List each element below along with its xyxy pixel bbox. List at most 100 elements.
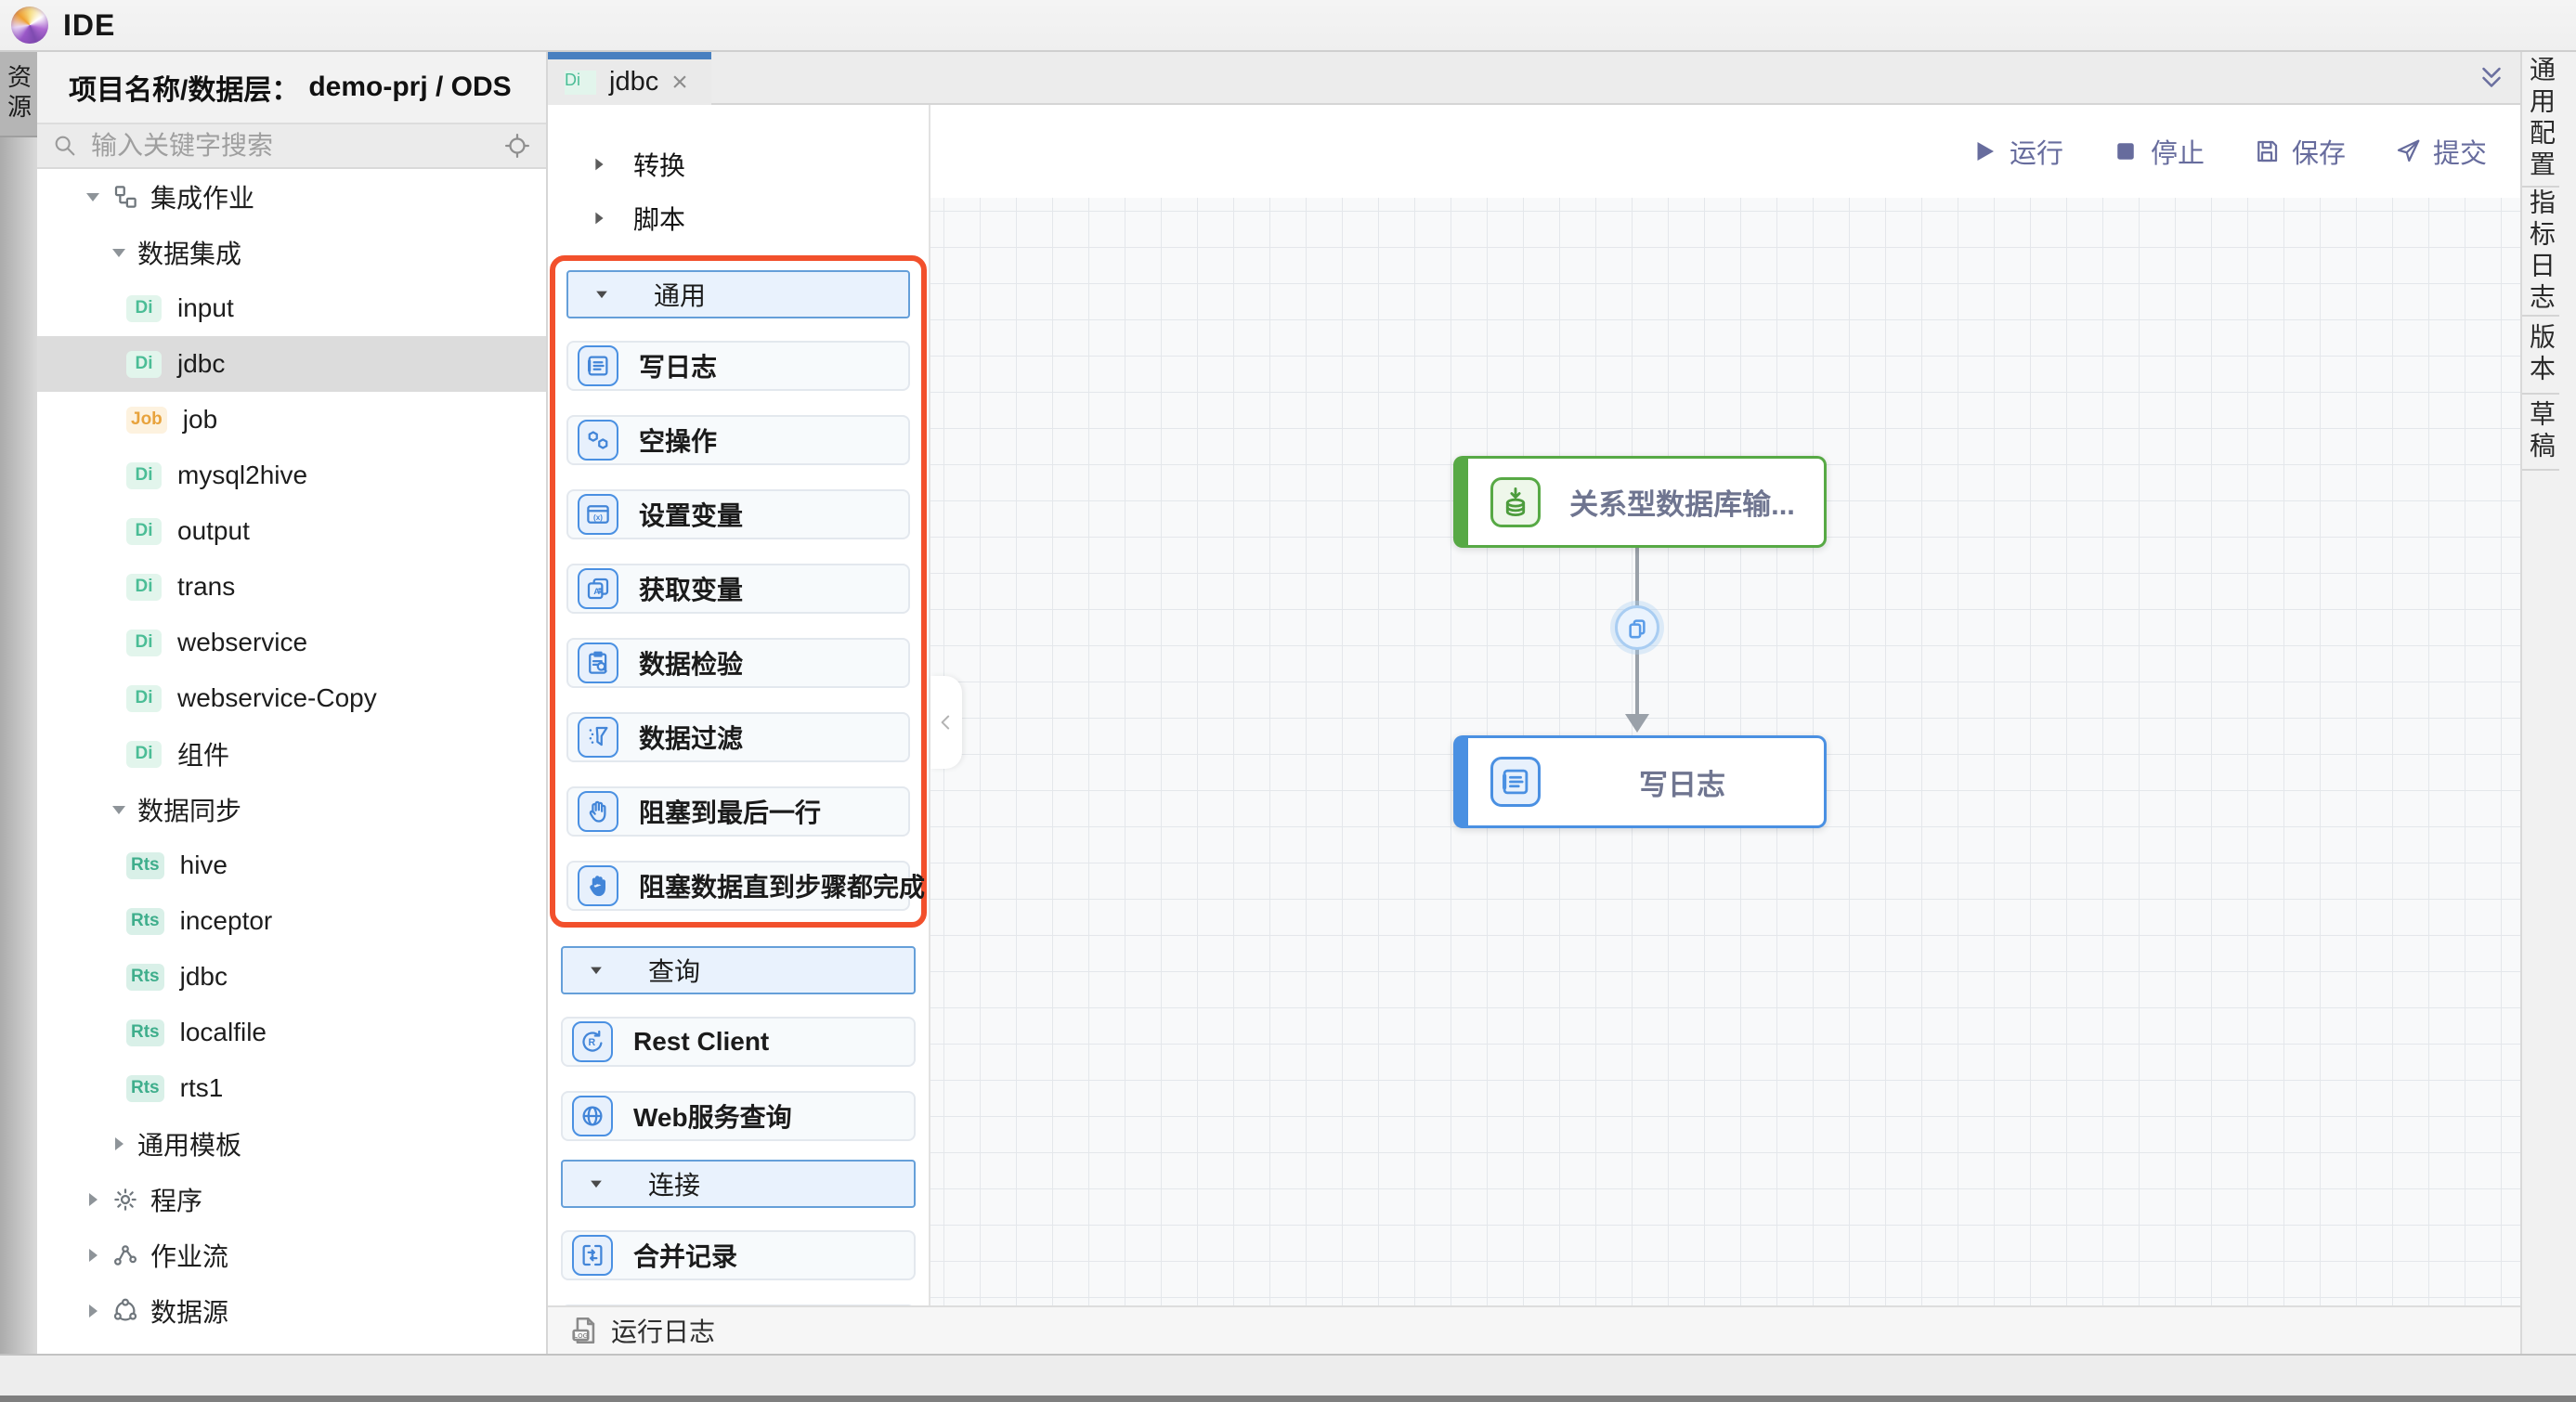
palette-step-阻塞数据直到步骤都完成[interactable]: 阻塞数据直到步骤都完成 — [566, 861, 925, 911]
tab-jdbc[interactable]: Di jdbc × — [548, 52, 711, 105]
double-chevron-down-icon[interactable] — [2476, 61, 2507, 95]
tree-item-label: inceptor — [179, 906, 273, 935]
palette-step-合并记录[interactable]: 合并记录 — [561, 1230, 916, 1280]
palette-section-label: 脚本 — [633, 205, 686, 234]
palette-step-label: 数据检验 — [639, 650, 744, 679]
palette-step-label: 阻塞到最后一行 — [639, 798, 822, 827]
left-rail-tab-resources[interactable]: 资源 — [0, 52, 37, 137]
palette-section-转换[interactable]: 转换 — [548, 142, 929, 187]
caret-right-icon[interactable] — [108, 1133, 130, 1155]
palette-step-label: 获取变量 — [639, 576, 744, 604]
tree-item-label: jdbc — [179, 962, 228, 991]
caret-right-icon — [589, 208, 609, 228]
explorer-search-row — [37, 124, 546, 169]
app-title: IDE — [63, 7, 116, 42]
caret-down-icon[interactable] — [108, 798, 130, 821]
edge-copy-icon[interactable] — [1615, 605, 1659, 650]
palette-section-查询[interactable]: 查询 — [561, 946, 916, 994]
tree-item-数据同步[interactable]: 数据同步 — [37, 782, 546, 837]
caret-right-icon[interactable] — [82, 1188, 104, 1211]
tree-item-程序[interactable]: 程序 — [37, 1172, 546, 1227]
tree-item-label: 数据集成 — [137, 240, 242, 268]
search-input[interactable] — [91, 131, 503, 161]
explorer-panel: 项目名称/数据层： demo-prj / ODS 集成作业数据集成Diinput… — [37, 52, 548, 1354]
caret-down-icon[interactable] — [108, 241, 130, 264]
editor-area: Di jdbc × 运行 停止 保存 提交 关系型数据库输... 写日志 转换脚本通用… — [548, 52, 2520, 1354]
toolbar-button-label: 保存 — [2291, 139, 2346, 169]
right-rail-item-版本[interactable]: 版本 — [2522, 317, 2559, 395]
right-rail-item-通用配置[interactable]: 通用配置 — [2522, 52, 2559, 188]
runlog-bar[interactable]: LOG 运行日志 — [548, 1305, 2520, 1354]
save-button[interactable]: 保存 — [2253, 132, 2346, 171]
left-rail: 资源 — [0, 52, 37, 1354]
palette-step-label: 空操作 — [639, 427, 718, 456]
set-var-icon: (x) — [578, 494, 618, 535]
play-button[interactable]: 运行 — [1971, 132, 2063, 171]
type-badge: Rts — [126, 851, 164, 879]
right-rail-item-指标日志[interactable]: 指标日志 — [2522, 188, 2559, 317]
locate-icon[interactable] — [503, 132, 531, 160]
palette-step-设置变量[interactable]: (x)设置变量 — [566, 489, 910, 539]
log-icon: LOG — [568, 1315, 600, 1346]
palette-section-label: 连接 — [648, 1171, 701, 1200]
palette-step-空操作[interactable]: 空操作 — [566, 415, 910, 465]
node-write-log[interactable]: 写日志 — [1453, 735, 1827, 828]
tree-item-集成作业[interactable]: 集成作业 — [37, 169, 546, 225]
palette-section-连接[interactable]: 连接 — [561, 1160, 916, 1208]
palette-step-数据过滤[interactable]: 数据过滤 — [566, 712, 910, 762]
caret-right-icon[interactable] — [82, 1244, 104, 1266]
tree-item-数据源[interactable]: 数据源 — [37, 1283, 546, 1339]
tree-item-通用模板[interactable]: 通用模板 — [37, 1116, 546, 1172]
palette-step-写日志[interactable]: 写日志 — [566, 341, 910, 391]
palette-step-label: 阻塞数据直到步骤都完成 — [639, 873, 926, 902]
palette-step-阻塞到最后一行[interactable]: 阻塞到最后一行 — [566, 786, 910, 837]
palette-section-通用[interactable]: 通用 — [566, 270, 910, 318]
palette-step-数据检验[interactable]: 数据检验 — [566, 638, 910, 688]
tree-item-label: trans — [177, 572, 236, 601]
caret-right-icon — [589, 154, 609, 175]
palette-collapse-handle[interactable] — [930, 676, 962, 769]
palette-section-脚本[interactable]: 脚本 — [548, 196, 929, 240]
caret-down-icon[interactable] — [82, 186, 104, 208]
palette-step-label: Rest Client — [633, 1027, 770, 1056]
type-badge: Di — [126, 740, 162, 768]
palette-step-Rest Client[interactable]: RRest Client — [561, 1017, 916, 1067]
palette-step-Web服务查询[interactable]: Web服务查询 — [561, 1091, 916, 1141]
tree-item-作业流[interactable]: 作业流 — [37, 1227, 546, 1283]
tree-item-label: localfile — [179, 1018, 267, 1046]
node-relational-db-input[interactable]: 关系型数据库输... — [1453, 456, 1827, 548]
tree-item-label: webservice-Copy — [177, 683, 377, 712]
send-button[interactable]: 提交 — [2394, 132, 2487, 171]
bottom-strip — [0, 1354, 2576, 1402]
type-badge: Di — [126, 461, 162, 489]
tab-close-icon[interactable]: × — [671, 66, 688, 97]
right-rail-item-草稿[interactable]: 草稿 — [2522, 395, 2559, 471]
tree-item-数据集成[interactable]: 数据集成 — [37, 225, 546, 280]
type-badge: Di — [126, 573, 162, 601]
caret-right-icon[interactable] — [82, 1300, 104, 1322]
save-icon — [2253, 137, 2281, 165]
type-badge: Di — [126, 350, 162, 378]
tree-item-label: 集成作业 — [150, 184, 255, 213]
palette-section-label: 通用 — [654, 281, 707, 310]
type-badge: Rts — [126, 1074, 164, 1102]
stop-button[interactable]: 停止 — [2112, 132, 2205, 171]
tree-item-label: input — [177, 293, 234, 322]
gear-icon — [111, 1186, 139, 1214]
